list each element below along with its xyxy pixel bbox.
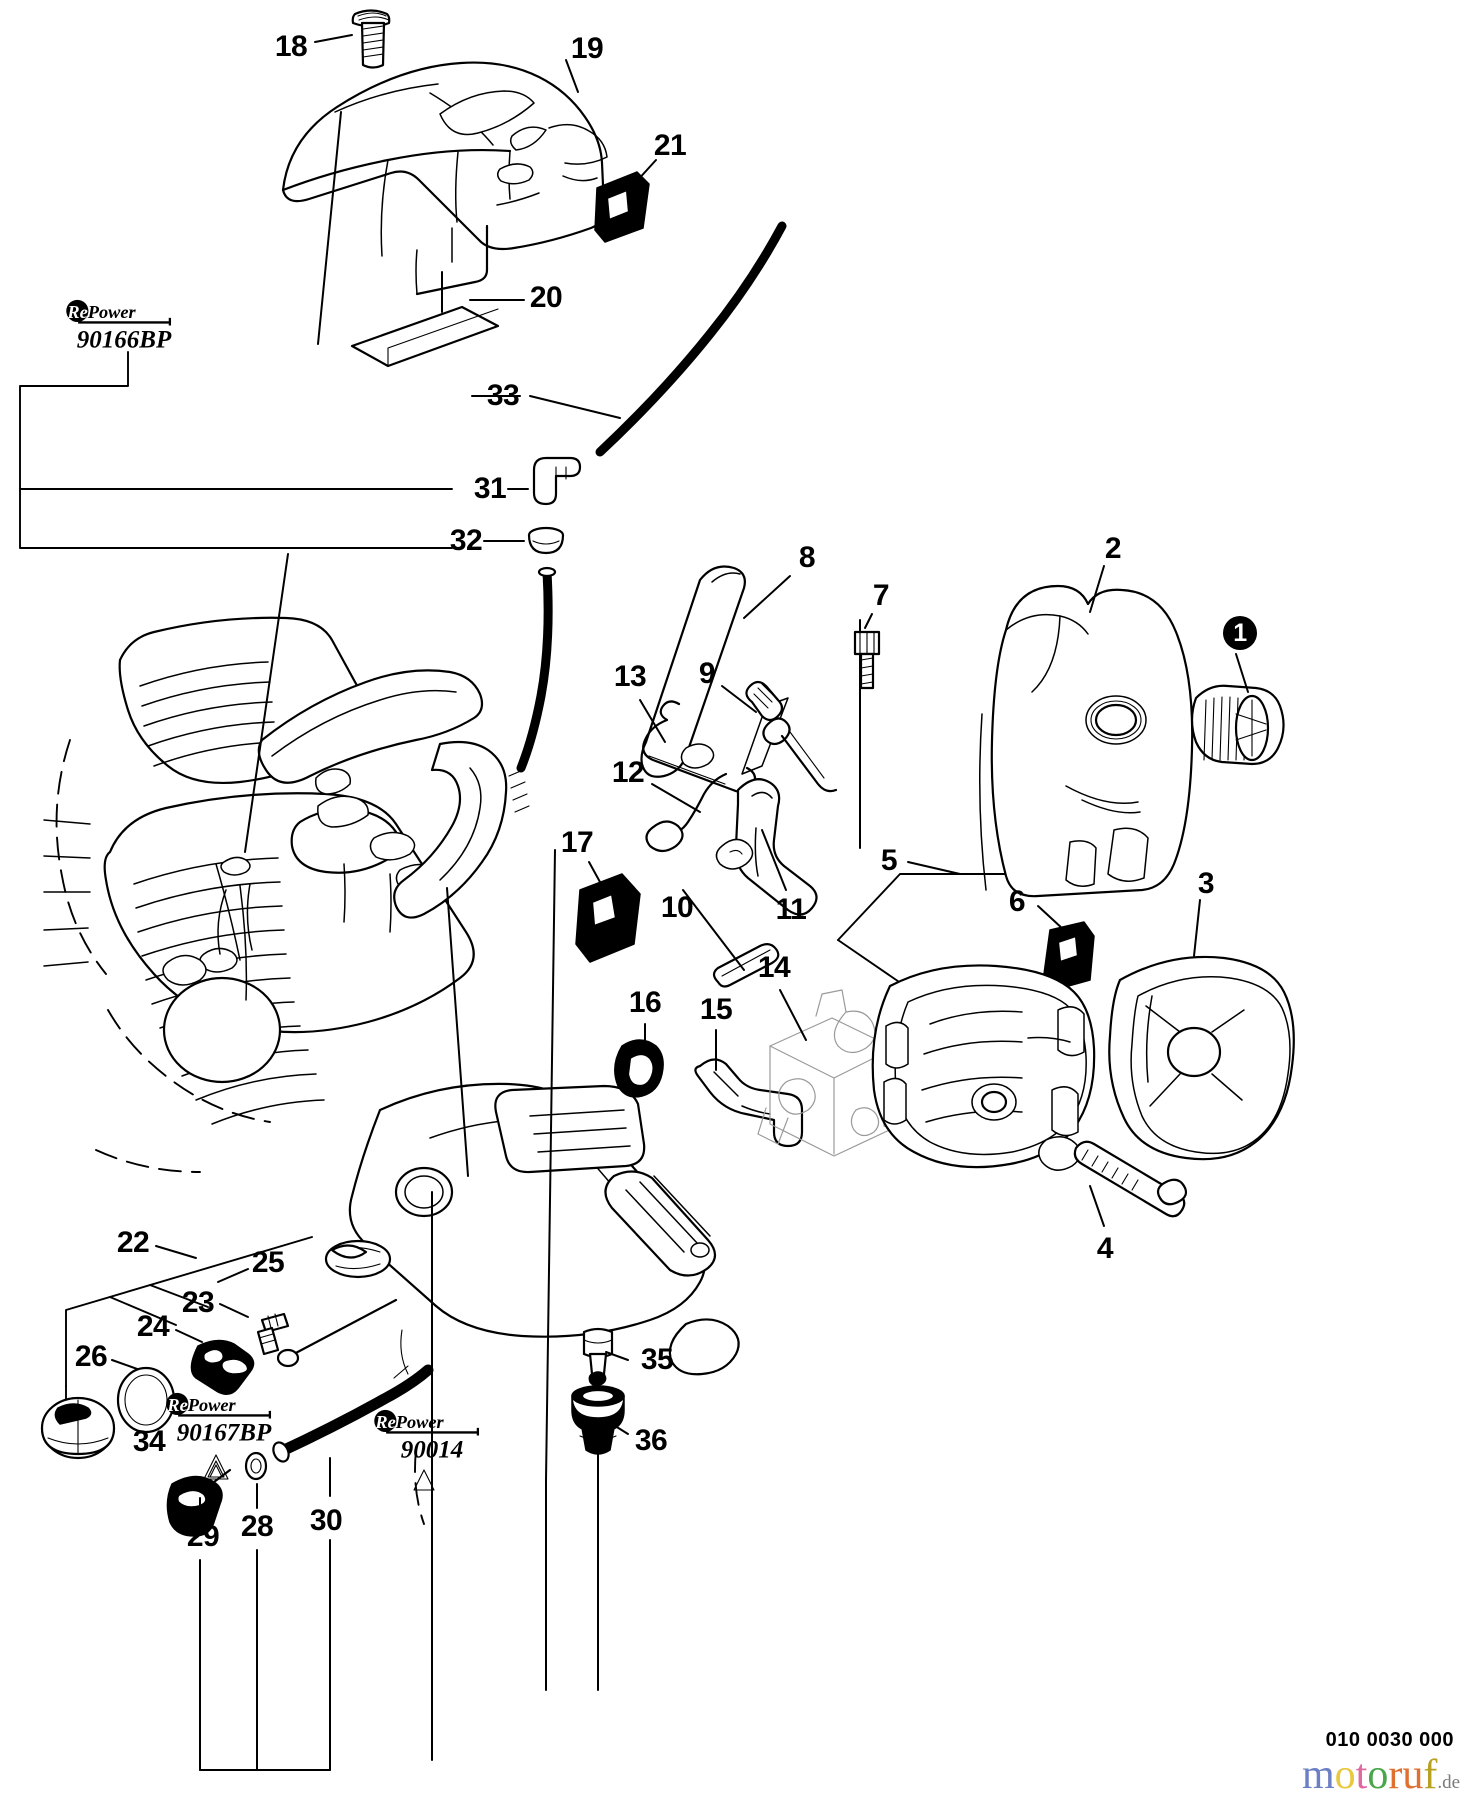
callout-30: 30	[309, 1504, 343, 1537]
part-3-air-filter-element	[1108, 899, 1295, 1161]
callout-17: 17	[560, 826, 594, 859]
svg-text:RePower: RePower	[374, 1412, 444, 1432]
part-16-grommet	[614, 1023, 664, 1098]
callout-25: 25	[251, 1246, 285, 1279]
part-25-rod	[276, 1298, 398, 1368]
part-21-clip	[594, 159, 657, 243]
part-23-screw	[256, 1312, 290, 1356]
motoruf-watermark: motoruf.de	[1302, 1754, 1460, 1796]
watermark-letter: r	[1388, 1752, 1403, 1798]
callout-5: 5	[880, 844, 898, 877]
watermark-letter: o	[1367, 1752, 1389, 1798]
callout-1: 1	[1223, 616, 1257, 650]
callout-29: 29	[186, 1520, 220, 1553]
repower-part-number: 90014	[400, 1436, 464, 1464]
watermark-letter: m	[1301, 1752, 1335, 1798]
part-31-elbow-fitting	[532, 456, 582, 506]
watermark-letter: o	[1334, 1752, 1356, 1798]
repower-triangle-markers	[203, 1454, 435, 1491]
construction-lines	[199, 1449, 599, 1771]
callout-20: 20	[529, 281, 563, 314]
callout-10: 10	[660, 891, 694, 924]
svg-text:Re: Re	[66, 302, 87, 322]
callout-11: 11	[775, 893, 807, 926]
callout-13: 13	[613, 660, 647, 693]
callout-24: 24	[136, 1310, 170, 1343]
fuel-hose-lower-run	[508, 566, 557, 813]
callout-9: 9	[698, 657, 716, 690]
callout-8: 8	[798, 541, 816, 574]
part-22-strainer	[324, 1239, 392, 1279]
part-6-clip	[1043, 921, 1095, 991]
watermark-letter: f	[1423, 1752, 1438, 1798]
watermark-letter: t	[1355, 1752, 1368, 1798]
callout-23: 23	[181, 1286, 215, 1319]
svg-text:RePower: RePower	[66, 302, 136, 322]
part-12-wire	[645, 772, 728, 853]
svg-text:Re: Re	[166, 1395, 187, 1415]
part-24-clamp	[190, 1339, 255, 1395]
callout-26: 26	[74, 1340, 108, 1373]
callout-12: 12	[611, 756, 645, 789]
diagram-number: 010 0030 000	[1325, 1729, 1454, 1751]
callout-2: 2	[1104, 532, 1122, 565]
callout-19: 19	[570, 32, 604, 65]
part-33-fuel-hose-upper	[595, 221, 787, 457]
callout-3: 3	[1197, 867, 1215, 900]
part-28-grommet-small	[244, 1451, 268, 1509]
part-4-long-bolt	[1073, 1140, 1188, 1227]
bracket-90166bp	[19, 351, 621, 549]
part-19-top-cover	[281, 59, 608, 345]
part-32-grommet	[527, 526, 565, 555]
part-34-fuel-cap	[40, 1396, 116, 1460]
callout-22: 22	[116, 1226, 150, 1259]
engine-and-housing-assembly	[43, 553, 740, 1525]
part-1-knob	[1190, 653, 1285, 766]
part-29-fuel-filter	[166, 1468, 232, 1537]
callout-15: 15	[699, 993, 733, 1026]
part-35-fitting	[582, 1327, 629, 1387]
part-20-gasket	[350, 271, 525, 368]
watermark-suffix: .de	[1437, 1772, 1460, 1793]
part-11-throttle-lever	[715, 778, 818, 916]
watermark-letter: u	[1402, 1752, 1424, 1798]
part-26-o-ring	[116, 1366, 176, 1434]
part-30-fuel-line	[272, 1364, 434, 1497]
repower-part-number: 90167BP	[176, 1419, 272, 1447]
part-9-throttle-rod	[721, 680, 838, 793]
callout-21: 21	[653, 129, 687, 162]
part-15-bracket	[694, 1029, 804, 1148]
callout-34: 34	[132, 1425, 166, 1458]
part-2-cylinder-cover	[979, 565, 1194, 898]
svg-text:Re: Re	[374, 1412, 395, 1432]
callout-18: 18	[274, 30, 308, 63]
callout-28: 28	[240, 1510, 274, 1543]
part-18-screw	[314, 9, 391, 69]
part-10-pin	[682, 889, 780, 988]
part-5-air-filter-housing	[871, 964, 1096, 1171]
part-17-boot-cap	[575, 861, 641, 963]
callout-31: 31	[473, 472, 507, 505]
callout-36: 36	[634, 1424, 668, 1457]
callout-4: 4	[1096, 1232, 1114, 1265]
callout-7: 7	[872, 579, 890, 612]
callout-35: 35	[640, 1343, 674, 1376]
part-36-valve-body	[571, 1385, 629, 1455]
callout-14: 14	[757, 951, 791, 984]
part-7-bolt	[853, 613, 881, 690]
callout-32: 32	[449, 524, 483, 557]
callout-33: 33	[486, 379, 520, 412]
bracket-22-group	[65, 1236, 313, 1417]
callout-16: 16	[628, 986, 662, 1019]
svg-text:RePower: RePower	[166, 1395, 236, 1415]
callout-6: 6	[1008, 885, 1026, 918]
repower-part-number: 90166BP	[76, 326, 172, 354]
